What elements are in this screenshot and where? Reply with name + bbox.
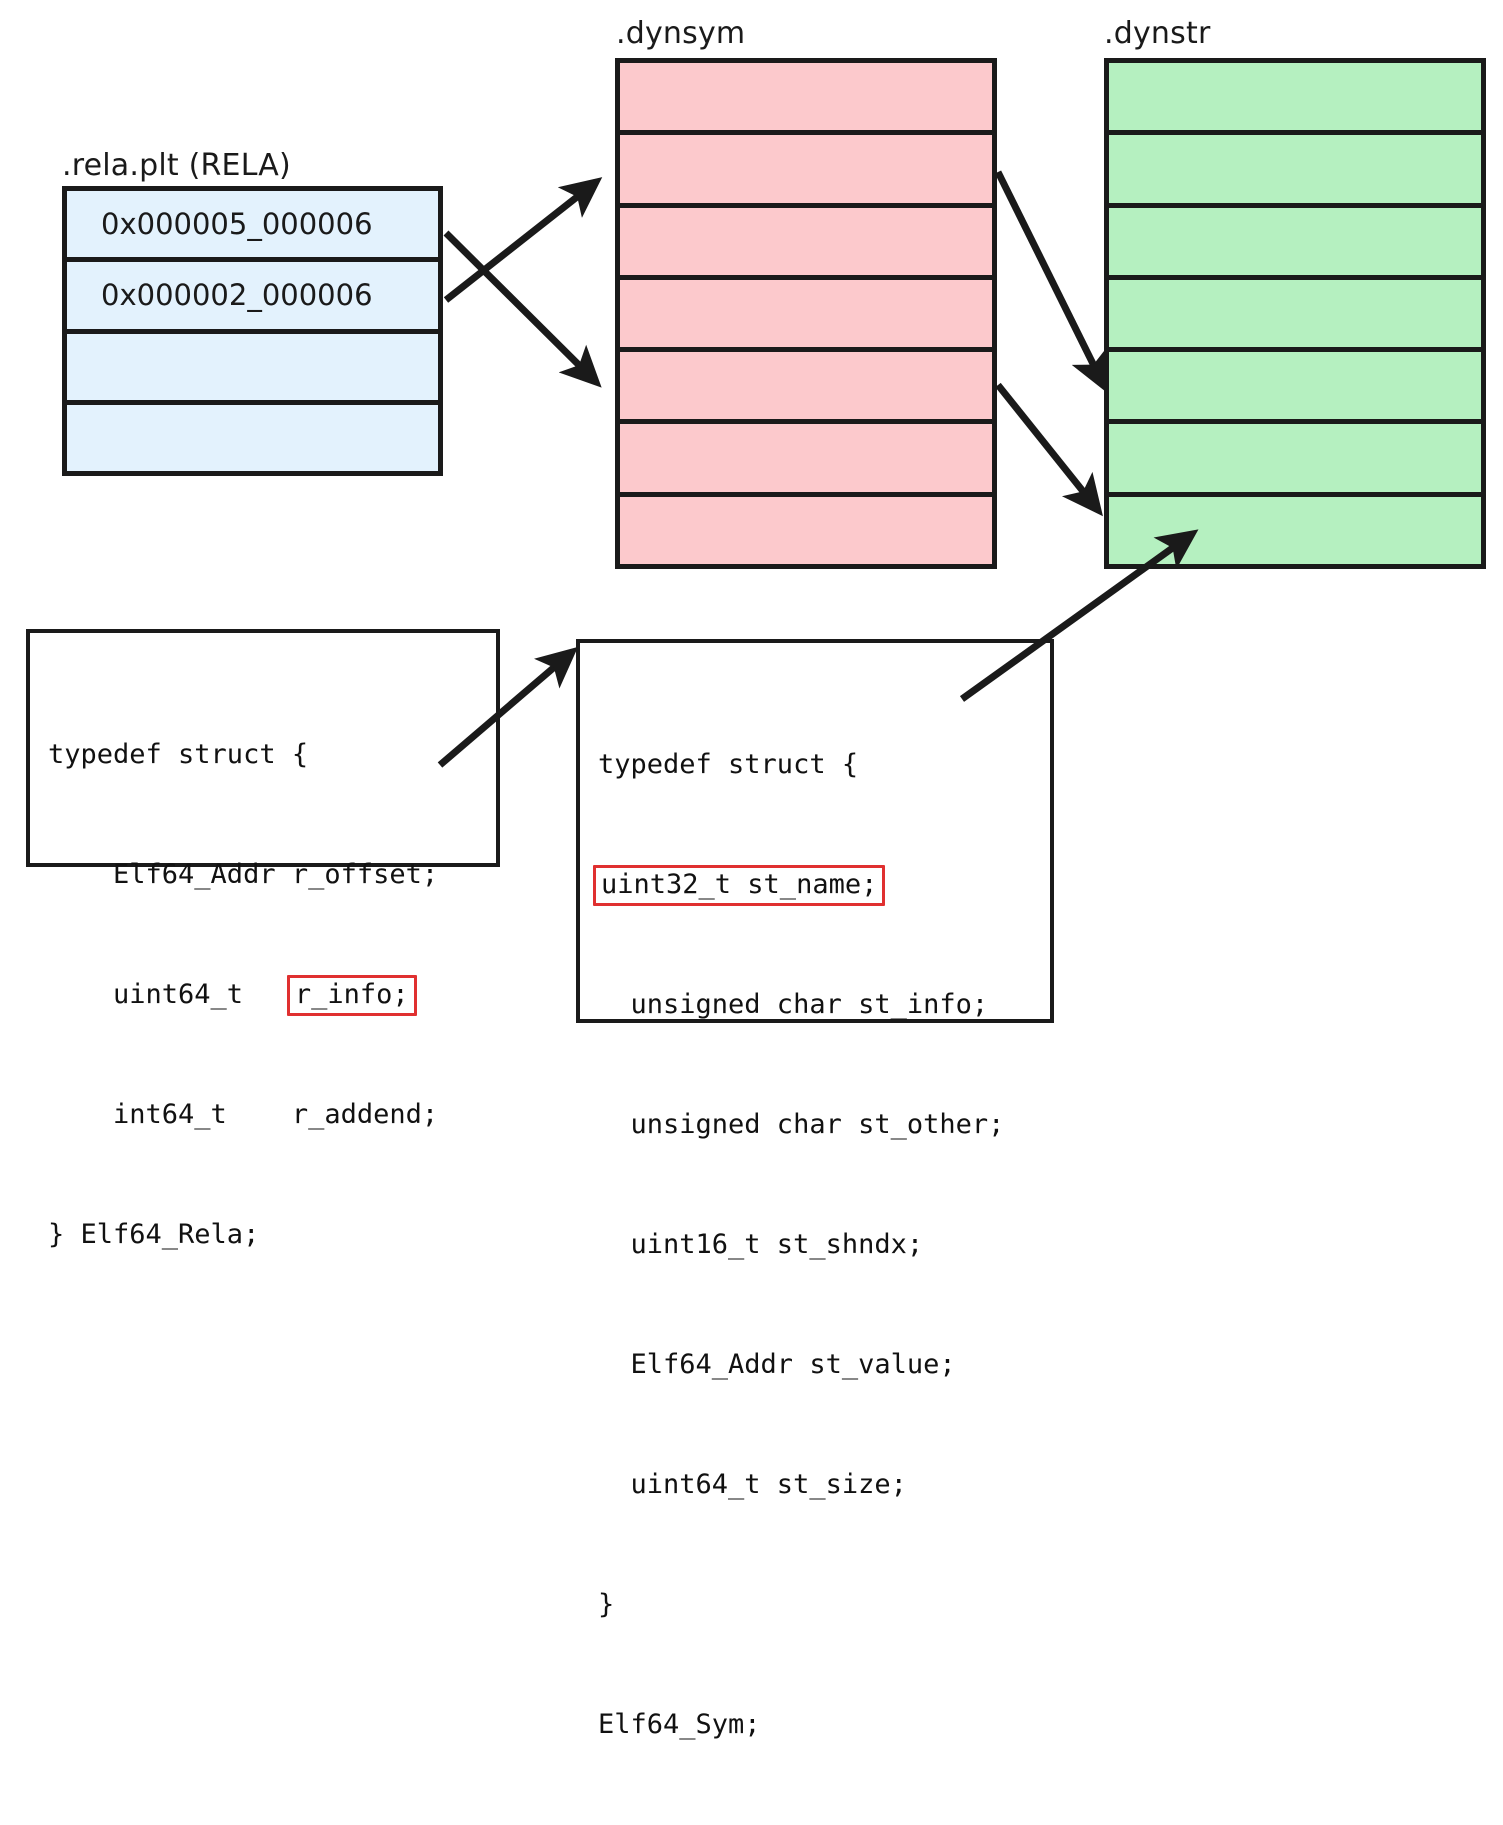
- code-line-st-name: uint32_t st_name;: [593, 865, 1050, 906]
- code-line: Elf64_Addr st_value;: [598, 1349, 956, 1380]
- dynsym-row[interactable]: [620, 496, 992, 564]
- code-text: uint64_t: [48, 979, 292, 1010]
- dynsym-row[interactable]: [620, 207, 992, 280]
- dynstr-row[interactable]: [1109, 135, 1481, 208]
- dynstr-row[interactable]: [1109, 496, 1481, 564]
- code-line: } Elf64_Rela;: [48, 1219, 260, 1250]
- elf64-sym-struct-box: typedef struct { uint32_t st_name; unsig…: [576, 639, 1054, 1740]
- code-line: uint64_t st_size;: [598, 1469, 907, 1500]
- dynstr-row[interactable]: [1109, 207, 1481, 280]
- dynsym-section-label: .dynsym: [616, 16, 746, 51]
- r-info-highlight: r_info;: [286, 975, 417, 1016]
- code-line-r-info: uint64_t r_info;: [48, 975, 496, 1016]
- dynstr-row[interactable]: [1109, 279, 1481, 353]
- code-line: unsigned char st_other;: [598, 1109, 1005, 1140]
- arrow-dynsym-row5-to-dynstr-row6: [995, 382, 1103, 517]
- code-line: uint16_t st_shndx;: [598, 1229, 924, 1260]
- code-line: }: [598, 1589, 615, 1620]
- st-name-highlight: uint32_t st_name;: [593, 865, 886, 906]
- arrow-rela-row2-to-dynsym-row2: [443, 177, 603, 303]
- relaplt-row[interactable]: 0x000002_000006: [67, 262, 438, 334]
- relaplt-row[interactable]: 0x000005_000006: [67, 191, 438, 263]
- relaplt-section-label: .rela.plt (RELA): [62, 148, 291, 183]
- dynstr-row[interactable]: [1109, 424, 1481, 497]
- relaplt-row[interactable]: [67, 404, 438, 471]
- code-line: Elf64_Addr r_offset;: [48, 859, 439, 890]
- relaplt-table: 0x000005_000006 0x000002_000006: [62, 186, 443, 476]
- code-line: Elf64_Sym;: [598, 1709, 761, 1740]
- dynsym-table: [615, 58, 997, 569]
- arrow-dynsym-row2-to-dynstr-row5: [994, 170, 1108, 394]
- code-line: typedef struct {: [598, 749, 859, 780]
- dynstr-section-label: .dynstr: [1104, 16, 1211, 51]
- relaplt-row[interactable]: [67, 333, 438, 405]
- code-line: unsigned char st_info;: [598, 989, 989, 1020]
- dynsym-row[interactable]: [620, 279, 992, 353]
- dynsym-row[interactable]: [620, 63, 992, 136]
- arrow-rela-row1-to-dynsym-row5: [443, 230, 602, 388]
- diagram-canvas: .rela.plt (RELA) .dynsym .dynstr 0x00000…: [26, 16, 1486, 1740]
- dynstr-row[interactable]: [1109, 63, 1481, 136]
- code-line: int64_t r_addend;: [48, 1099, 439, 1130]
- dynsym-row[interactable]: [620, 424, 992, 497]
- code-line: typedef struct {: [48, 739, 309, 770]
- dynsym-row[interactable]: [620, 352, 992, 425]
- dynsym-row[interactable]: [620, 135, 992, 208]
- dynstr-table: [1104, 58, 1486, 569]
- elf64-rela-struct-box: typedef struct { Elf64_Addr r_offset; ui…: [26, 629, 500, 1250]
- dynstr-row[interactable]: [1109, 352, 1481, 425]
